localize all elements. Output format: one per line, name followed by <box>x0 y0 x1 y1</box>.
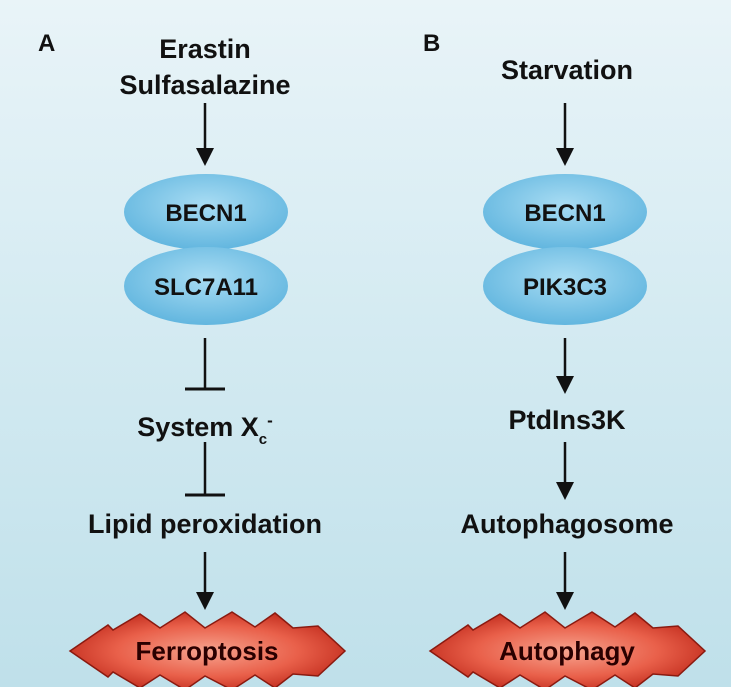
panel-a-system-xc: System Xc- <box>100 405 310 455</box>
ferroptosis-label: Ferroptosis <box>135 636 278 666</box>
panel-a-becn1-oval: BECN1 <box>124 174 288 250</box>
ferroptosis-burst: Ferroptosis <box>68 611 347 687</box>
system-xc-main: System X <box>137 412 259 442</box>
panel-a-inducer-line1: Erastin <box>159 34 251 64</box>
panel-b-pik3c3-oval: PIK3C3 <box>483 247 647 325</box>
inhibitor-system-xc-to-lipid-peroxidation <box>185 442 225 497</box>
panel-a-letter: A <box>38 30 56 57</box>
panel-b-becn1-oval: BECN1 <box>483 174 647 250</box>
panel-a-slc7a11-oval: SLC7A11 <box>124 247 288 325</box>
panel-b-autophagosome: Autophagosome <box>460 509 674 539</box>
inhibitor-slc7a11-to-system-xc <box>185 338 225 391</box>
arrow-ptdins3k-to-autophagosome <box>556 442 574 500</box>
arrow-autophagosome-to-autophagy <box>556 552 574 610</box>
autophagy-burst: Autophagy <box>428 611 707 687</box>
system-xc-subscript: c <box>258 431 268 448</box>
arrow-lipid-to-ferroptosis <box>196 552 214 610</box>
panel-b-becn1-label: BECN1 <box>524 200 605 227</box>
system-xc-superscript: - <box>267 411 273 430</box>
panel-b-letter: B <box>423 30 441 57</box>
panel-b-ptdins3k: PtdIns3K <box>508 405 626 435</box>
panel-a-lipid-peroxidation: Lipid peroxidation <box>88 509 322 539</box>
panel-b-pik3c3-label: PIK3C3 <box>523 274 607 301</box>
arrow-pik3c3-to-ptdins3k <box>556 338 574 394</box>
panel-a-slc7a11-label: SLC7A11 <box>154 274 258 301</box>
autophagy-label: Autophagy <box>499 636 635 666</box>
panel-b-inducer: Starvation <box>500 55 634 85</box>
panel-a-becn1-label: BECN1 <box>165 200 246 227</box>
panel-a-inducer-line2: Sulfasalazine <box>119 70 291 100</box>
arrow-inducer-to-becn1-a <box>196 103 214 166</box>
arrow-starvation-to-becn1-b <box>556 103 574 166</box>
